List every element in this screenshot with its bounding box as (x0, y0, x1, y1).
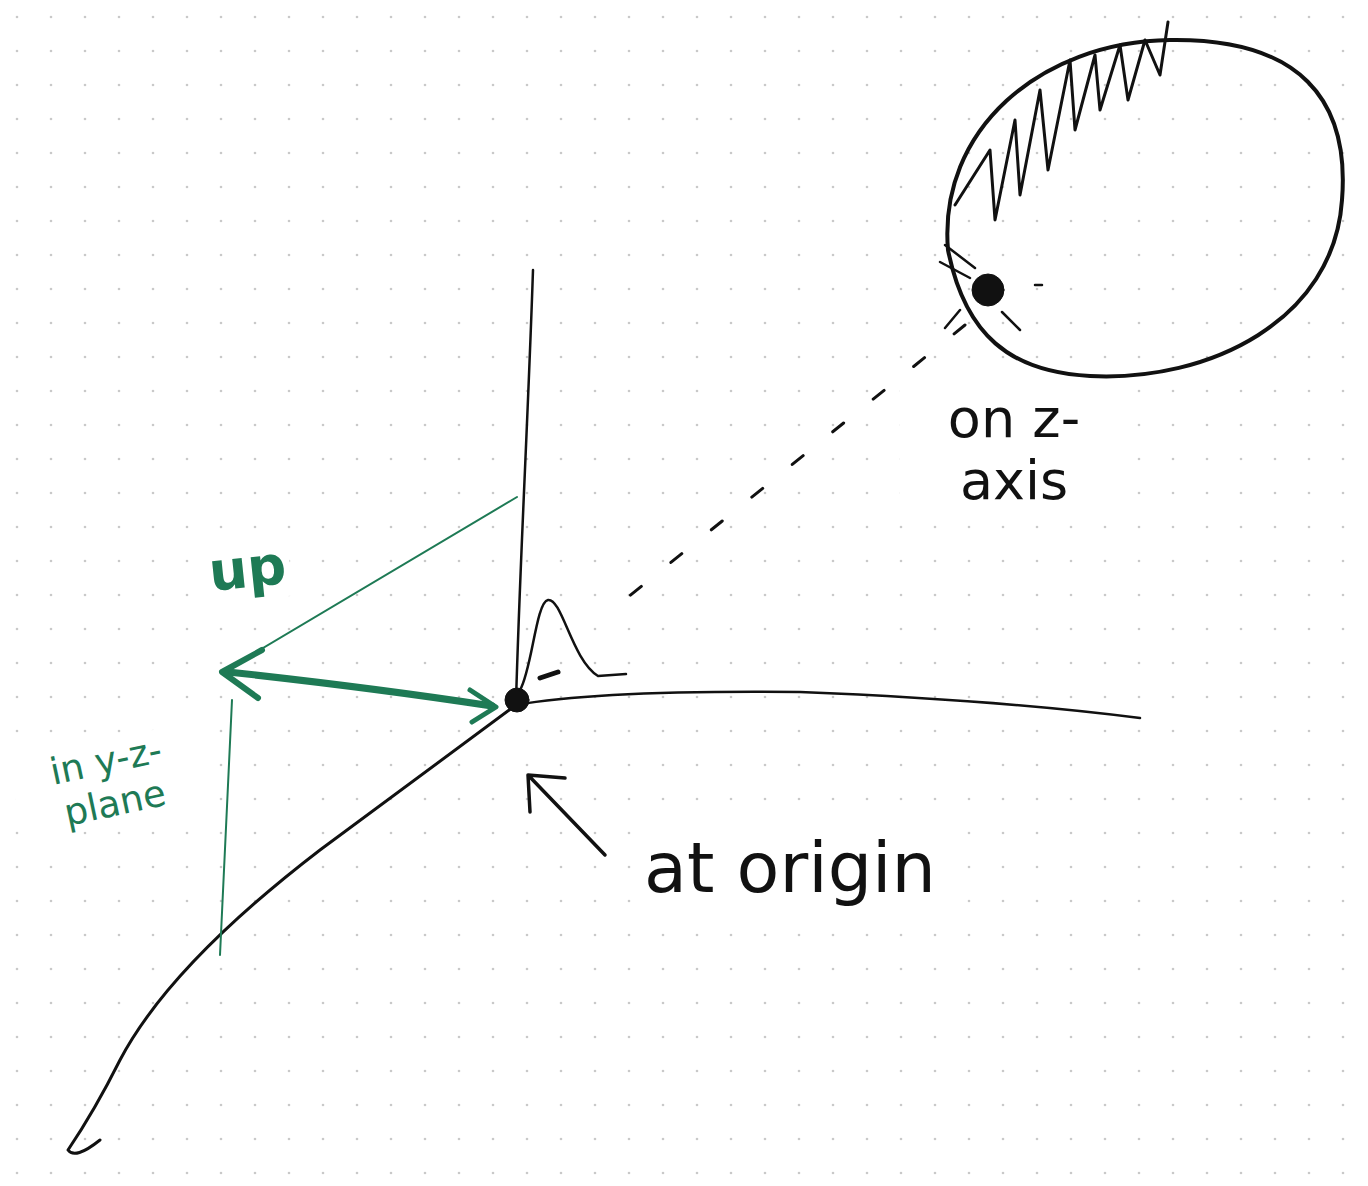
vertical-axis (516, 270, 533, 702)
hair (955, 22, 1168, 220)
plane-note: in y-z-plane (7, 721, 213, 844)
horizontal-axis (516, 692, 1140, 718)
eye (972, 274, 1004, 306)
up-vector-head (222, 650, 262, 698)
vector-label: up (202, 534, 293, 605)
up-vector (228, 672, 492, 706)
bump-curve (520, 600, 626, 690)
bump-mark (540, 672, 558, 678)
eyelashes (940, 245, 1042, 330)
origin-dot (505, 688, 529, 712)
projection-line (220, 700, 232, 955)
pointer-arrow (528, 775, 605, 855)
axis-note: on z-axis (900, 388, 1128, 512)
head-outline (947, 40, 1342, 376)
origin-note: at origin (640, 828, 940, 909)
up-vector-tail-head (470, 690, 496, 722)
